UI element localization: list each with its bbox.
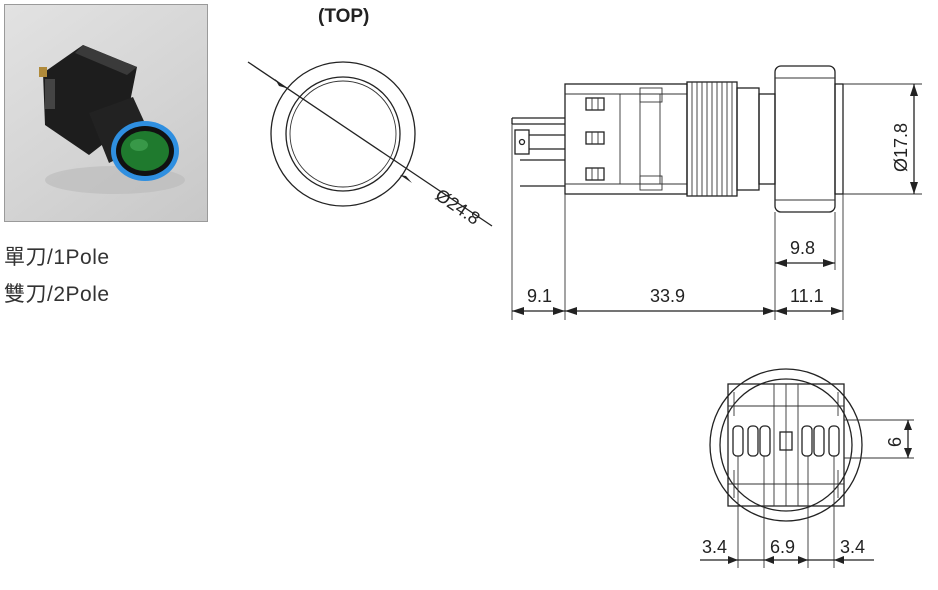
body-length-label: 33.9 [650,286,685,306]
push-button-switch-photo-icon [39,45,185,194]
side-dimensions: Ø17.8 9.8 9.1 33.9 11.1 [511,83,922,320]
terminal-height-label: 6 [885,437,905,447]
top-view: Ø24.8 [247,61,493,229]
side-view [511,65,844,213]
product-photo [4,4,208,222]
body-diameter-label: Ø17.8 [891,123,911,172]
bottom-view [709,368,863,522]
outer-diameter-label: Ø24.8 [432,185,484,229]
left-spacing-label: 3.4 [702,537,727,557]
terminal-length-label: 9.1 [527,286,552,306]
bottom-dimensions: 6 3.4 6.9 3.4 [700,419,914,568]
top-view-label: (TOP) [318,6,370,27]
two-pole-label: 雙刀/2Pole [4,283,110,306]
bezel-depth-label: 9.8 [790,238,815,258]
center-spacing-label: 6.9 [770,537,795,557]
head-length-label: 11.1 [790,286,824,306]
one-pole-label: 單刀/1Pole [4,246,110,269]
right-spacing-label: 3.4 [840,537,865,557]
